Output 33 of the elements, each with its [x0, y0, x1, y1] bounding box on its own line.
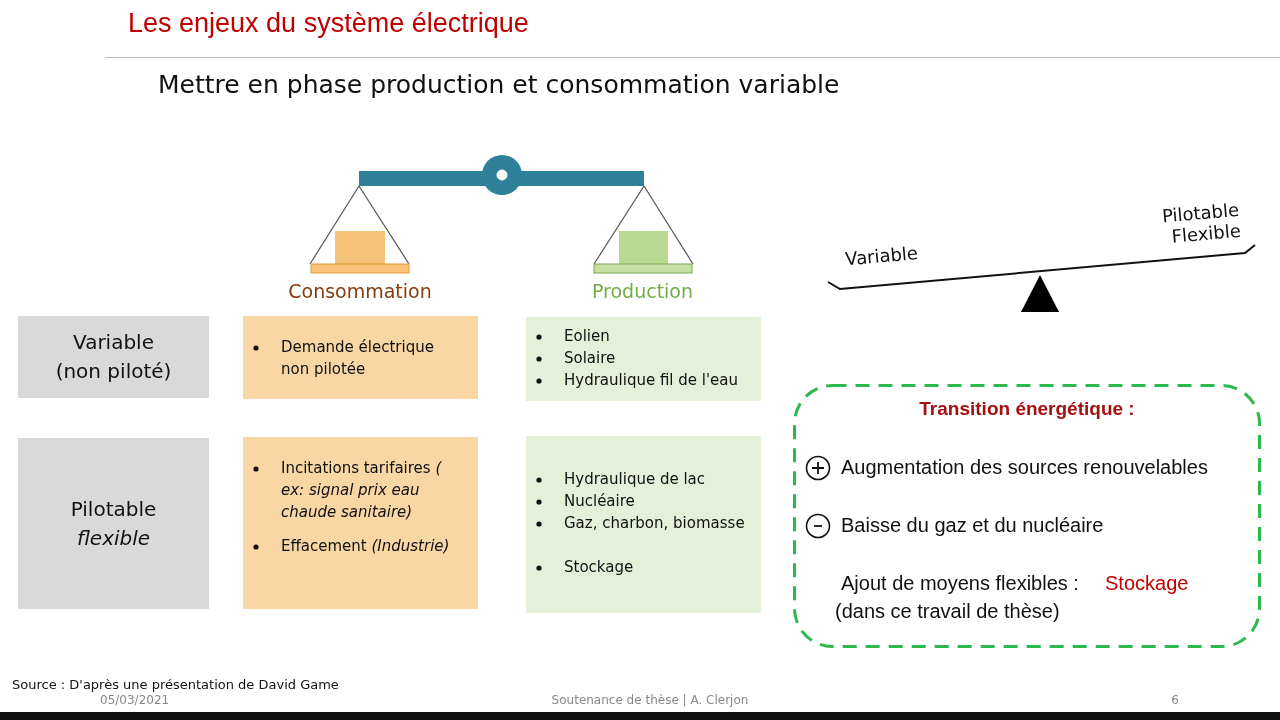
production-box	[526, 436, 761, 613]
bullet-item: Eolien	[564, 326, 611, 347]
consumption-box	[243, 437, 478, 609]
callout-text: (dans ce travail de thèse)	[835, 600, 1061, 623]
column-heading: Consommation	[287, 280, 433, 302]
subtitle: Mettre en phase production et consommation variable	[158, 70, 841, 99]
slide-number: 6	[1170, 693, 1180, 707]
consumption-box	[243, 316, 478, 399]
source-note: Source : D'après une présentation de David Game	[12, 677, 340, 692]
bullet-item: Stockage	[564, 557, 635, 578]
row-header: Variable (non piloté)	[18, 316, 209, 398]
callout-text: Augmentation des sources renouvelables	[841, 456, 1209, 479]
callout-heading: Transition énergétique :	[918, 398, 1136, 420]
bullet-item: Hydraulique fil de l'eau	[564, 370, 740, 391]
column-heading: Production	[590, 280, 695, 302]
bullet-item: Nucléaire	[564, 491, 636, 512]
bullet-item: Incitations tarifaires ( ex: signal prix eau chaude sanitaire)	[281, 458, 443, 523]
bullet-item: Solaire	[564, 348, 617, 369]
callout-text: Ajout de moyens flexibles :	[841, 572, 1080, 595]
callout-text: Stockage	[1105, 572, 1190, 595]
seesaw-label: Variable	[844, 241, 920, 270]
bullet-item: Demande électrique non pilotée	[281, 337, 435, 380]
callout-text: Baisse du gaz et du nucléaire	[841, 514, 1105, 537]
row-header: Pilotable flexible	[18, 438, 209, 609]
production-box	[526, 317, 761, 401]
bullet-item: Effacement (Industrie)	[281, 536, 451, 557]
bullet-item: Gaz, charbon, biomasse	[564, 513, 746, 534]
bullet-item: Hydraulique de lac	[564, 469, 707, 490]
slide-title: Les enjeux du système électrique	[128, 8, 530, 39]
slide-footer: Soutenance de thèse | A. Clerjon	[500, 693, 800, 707]
seesaw-label: Pilotable Flexible	[1160, 198, 1242, 249]
dashed-callout	[793, 384, 1261, 648]
slide-date: 05/03/2021	[100, 693, 171, 707]
